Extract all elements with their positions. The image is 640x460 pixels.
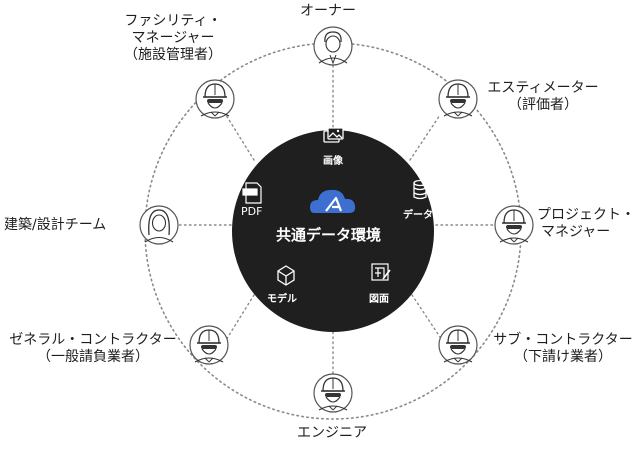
- owner-avatar: [313, 26, 353, 66]
- role-sub-contractor-line2: （下請け業者）: [514, 349, 612, 365]
- facility-manager-avatar: [195, 79, 235, 119]
- sub-contractor-avatar: [438, 325, 478, 365]
- project-manager-avatar: [494, 205, 534, 245]
- engineer-avatar: [313, 373, 353, 413]
- role-design-team-line1: 建築/設計チーム: [4, 217, 107, 233]
- role-sub-contractor-label: サブ・コントラクター （下請け業者）: [488, 332, 638, 366]
- drawing-icon: [371, 263, 391, 281]
- role-estimator-line1: エスティメーター: [487, 80, 599, 96]
- hub-title: 共通データ環境: [276, 226, 382, 244]
- hub-item-model-label: モデル: [267, 294, 297, 305]
- role-design-team-label: 建築/設計チーム: [4, 217, 106, 234]
- design-team-avatar: [139, 205, 179, 245]
- hub-item-drawing-label: 図面: [369, 294, 389, 305]
- role-facility-manager-line3: （施設管理者）: [124, 47, 222, 63]
- database-icon: [413, 179, 427, 200]
- hub-item-image-label: 画像: [323, 156, 343, 167]
- role-engineer-label: エンジニア: [297, 425, 367, 442]
- role-project-manager-label: プロジェクト・ マネジャー: [537, 207, 635, 241]
- cde-hub: [232, 130, 434, 332]
- role-estimator-line2: （評価者）: [508, 97, 578, 113]
- cloud-logo-icon: [310, 189, 356, 213]
- role-project-manager-line1: プロジェクト・: [537, 207, 635, 223]
- role-general-contractor-line2: （一般請負業者）: [37, 349, 149, 365]
- pdf-file-icon: [242, 182, 262, 204]
- role-engineer-line1: エンジニア: [297, 425, 367, 441]
- estimator-avatar: [438, 79, 478, 119]
- role-owner-label: オーナー: [300, 3, 356, 20]
- role-estimator-label: エスティメーター （評価者）: [484, 80, 602, 114]
- role-sub-contractor-line1: サブ・コントラクター: [493, 332, 633, 348]
- hub-item-pdf-label: PDF: [241, 205, 263, 218]
- role-owner-line1: オーナー: [300, 3, 356, 19]
- hub-item-data-label: データ: [403, 210, 433, 221]
- role-facility-manager-line1: ファシリティ・: [124, 13, 222, 29]
- role-project-manager-line2: マネジャー: [541, 224, 611, 240]
- role-general-contractor-line1: ゼネラル・コントラクター: [9, 332, 177, 348]
- role-general-contractor-label: ゼネラル・コントラクター （一般請負業者）: [4, 332, 182, 366]
- general-contractor-avatar: [189, 325, 229, 365]
- role-facility-manager-label: ファシリティ・ マネージャー （施設管理者）: [113, 13, 233, 64]
- role-facility-manager-line2: マネージャー: [131, 30, 215, 46]
- cube-model-icon: [277, 265, 295, 286]
- image-icon: [323, 127, 344, 143]
